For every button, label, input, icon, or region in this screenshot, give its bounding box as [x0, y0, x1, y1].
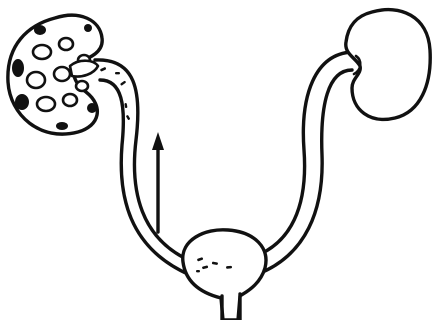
left-kidney-diseased	[8, 15, 102, 134]
right-ureter	[250, 52, 352, 274]
right-kidney-normal	[346, 10, 430, 120]
left-ureter	[95, 60, 193, 275]
reflux-arrow	[152, 132, 164, 232]
bladder	[183, 230, 266, 320]
